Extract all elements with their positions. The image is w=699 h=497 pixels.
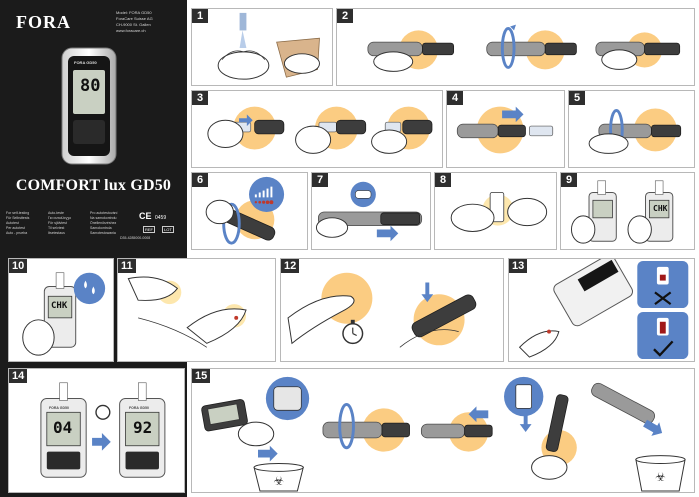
wash-hands-illustration bbox=[217, 12, 320, 80]
biohazard-icon: ☣ bbox=[273, 474, 284, 488]
fora-logo: FORA bbox=[16, 12, 71, 32]
dispose-lancet-illustration: ☣ ☣ bbox=[201, 376, 686, 492]
language-line: Auto - prueba bbox=[6, 231, 28, 235]
maker-line: ForaCare Suisse AG bbox=[116, 16, 153, 21]
lancing-device-illustration bbox=[61, 47, 117, 165]
remove-cap-illustration bbox=[367, 24, 681, 72]
language-line: Για αυτοέλεγχο bbox=[48, 216, 72, 220]
read-result-illustration bbox=[40, 382, 166, 478]
cock-device-illustration bbox=[315, 181, 423, 242]
language-line: Autotest bbox=[6, 221, 19, 225]
language-line: Samokontrola bbox=[90, 226, 112, 230]
massage-finger-illustration bbox=[127, 276, 247, 348]
language-line: För självtest bbox=[48, 221, 67, 225]
biohazard-icon: ☣ bbox=[655, 470, 666, 484]
meter-screen-text: CHK bbox=[51, 301, 68, 311]
step-number: 9 bbox=[561, 173, 577, 187]
step-number: 7 bbox=[312, 173, 328, 187]
step-13-panel: 13 bbox=[508, 258, 695, 362]
meter-reading: 04 bbox=[53, 418, 73, 437]
step-number: 13 bbox=[509, 259, 528, 273]
step-number: 8 bbox=[435, 173, 451, 187]
product-title: COMFORT lux GD50 bbox=[15, 177, 172, 194]
device-reading: 80 bbox=[80, 76, 101, 96]
step-8-panel: 8 bbox=[434, 172, 557, 250]
step-number: 15 bbox=[192, 369, 211, 383]
language-line: Für Selbsttests bbox=[6, 216, 30, 220]
step-number: 3 bbox=[192, 91, 208, 105]
cross-icon bbox=[654, 291, 672, 305]
meter-reading: 92 bbox=[133, 418, 153, 437]
step-1-panel: 1 bbox=[191, 8, 333, 86]
step-number: 1 bbox=[192, 9, 208, 23]
language-line: Na samokontrolu bbox=[90, 216, 117, 220]
blood-drop-icon bbox=[73, 272, 106, 305]
step-4-panel: 4 bbox=[446, 90, 565, 168]
lot-symbol: LOT bbox=[162, 226, 174, 233]
device-label: FORA GD50 bbox=[74, 60, 97, 65]
meter-screen-text: CHK bbox=[653, 204, 668, 213]
twist-cap-illustration bbox=[456, 106, 554, 154]
step-5-panel: 5 bbox=[568, 90, 695, 168]
language-list-3: Pro autotestování Na samokontrolu Önelle… bbox=[90, 211, 134, 236]
step-10-panel: 10 CHK bbox=[8, 258, 114, 362]
step-number: 5 bbox=[569, 91, 585, 105]
meter-label: FORA GD50 bbox=[49, 406, 69, 410]
language-line: Til selvtest bbox=[48, 226, 65, 230]
ce-mark: CE bbox=[139, 211, 152, 221]
check-icon bbox=[653, 340, 674, 357]
replace-cap-illustration bbox=[588, 108, 682, 154]
insert-strip-illustration bbox=[570, 180, 674, 244]
document-code: D35-4285000-0008 bbox=[120, 236, 151, 240]
step-12-panel: 12 bbox=[280, 258, 504, 362]
step-number: 2 bbox=[337, 9, 353, 23]
timer-icon bbox=[95, 404, 111, 420]
timer-icon bbox=[342, 322, 364, 345]
language-line: Itsetestaus bbox=[48, 231, 65, 235]
maker-line: Model: FORA GD50 bbox=[116, 10, 152, 15]
maker-line: CH-9000 St. Gallen bbox=[116, 22, 151, 27]
language-list-1: For self-testing Für Selbsttests Autotes… bbox=[6, 211, 50, 236]
step-number: 11 bbox=[118, 259, 136, 273]
language-line: For self-testing bbox=[6, 211, 30, 215]
step-11-panel: 11 bbox=[117, 258, 276, 362]
language-line: Samotestowania bbox=[90, 231, 116, 235]
step-7-panel: 7 bbox=[311, 172, 431, 250]
step-3-panel: 3 bbox=[191, 90, 443, 168]
apply-sample-illustration bbox=[518, 259, 689, 360]
ref-symbol: REF bbox=[143, 226, 155, 233]
ce-number: 0459 bbox=[155, 215, 167, 221]
lance-finger-illustration bbox=[287, 272, 477, 348]
step-6-panel: 6 bbox=[191, 172, 308, 250]
step-14-panel: 14 FORA GD50 FORA GD50 04 92 bbox=[8, 368, 185, 493]
step-number: 6 bbox=[192, 173, 208, 187]
language-list-2: Auto-teste Για αυτοέλεγχο För självtest … bbox=[48, 211, 92, 236]
language-line: Per autotest bbox=[6, 226, 25, 230]
step-number: 10 bbox=[9, 259, 28, 273]
step-15-panel: 15 ☣ ☣ bbox=[191, 368, 695, 493]
step-9-panel: 9 CHK bbox=[560, 172, 695, 250]
apply-blood-illustration bbox=[22, 272, 106, 356]
step-number: 14 bbox=[9, 369, 28, 383]
language-line: Pro autotestování bbox=[90, 211, 118, 215]
step-2-panel: 2 bbox=[336, 8, 695, 86]
insert-lancet-illustration bbox=[207, 106, 433, 154]
adjust-depth-illustration bbox=[205, 176, 285, 245]
language-line: Önellenőrzéshez bbox=[90, 221, 117, 225]
step-number: 12 bbox=[281, 259, 300, 273]
language-line: Auto-teste bbox=[48, 211, 64, 215]
open-strip-vial-illustration bbox=[450, 192, 548, 232]
maker-info: Model: FORA GD50 ForaCare Suisse AG CH-9… bbox=[116, 10, 184, 34]
meter-label: FORA GD50 bbox=[129, 406, 149, 410]
maker-line: www.foracare.ch bbox=[116, 28, 146, 33]
step-number: 4 bbox=[447, 91, 463, 105]
